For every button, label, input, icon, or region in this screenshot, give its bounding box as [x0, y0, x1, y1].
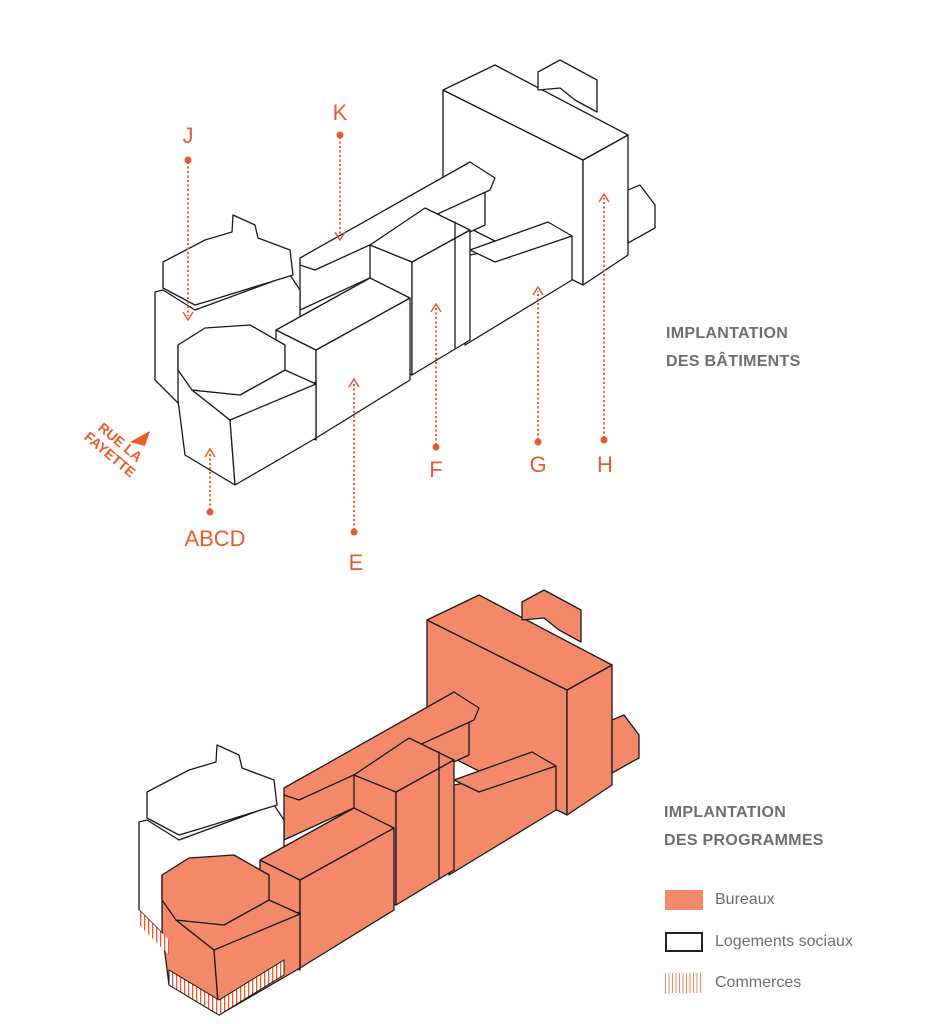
- label-f: F: [429, 457, 442, 482]
- logements-swatch: [665, 932, 703, 952]
- section1-title-line2: DES BÂTIMENTS: [666, 353, 801, 370]
- section2-title-line2: DES PROGRAMMES: [664, 832, 824, 849]
- buildings-diagram: [154, 59, 656, 486]
- legend-item-bureaux: Bureaux: [665, 890, 775, 910]
- commerces-hatch-left: [139, 910, 169, 955]
- north-arrow-icon: [130, 431, 150, 446]
- arrow-f: [430, 302, 442, 451]
- arrow-h: [598, 192, 610, 444]
- section2-title-line1: IMPLANTATION: [664, 804, 787, 821]
- arrow-j: [182, 156, 194, 322]
- arrow-e: [348, 377, 360, 536]
- legend-item-commerces: Commerces: [665, 973, 801, 993]
- section2-title: IMPLANTATION DES PROGRAMMES: [664, 799, 824, 855]
- commerces-hatch-front: [168, 959, 285, 1016]
- street-label: RUE LA FAYETTE: [81, 419, 145, 480]
- label-h: H: [597, 452, 613, 477]
- label-e: E: [349, 550, 364, 575]
- label-j: J: [183, 123, 194, 148]
- section1-title: IMPLANTATION DES BÂTIMENTS: [666, 320, 801, 376]
- section1-title-line1: IMPLANTATION: [666, 325, 789, 342]
- legend-item-logements: Logements sociaux: [665, 932, 853, 952]
- programmes-diagram: [138, 589, 640, 1016]
- label-k: K: [333, 100, 348, 125]
- legend-label: Commerces: [715, 974, 802, 991]
- arrow-abcd: [204, 447, 216, 516]
- legend-label: Bureaux: [715, 891, 775, 908]
- arrow-k: [334, 131, 346, 242]
- legend-label: Logements sociaux: [715, 933, 853, 950]
- label-abcd: ABCD: [184, 526, 245, 551]
- arrow-g: [532, 285, 544, 446]
- bureaux-swatch: [665, 890, 703, 910]
- label-g: G: [529, 452, 546, 477]
- commerces-swatch: [665, 973, 703, 993]
